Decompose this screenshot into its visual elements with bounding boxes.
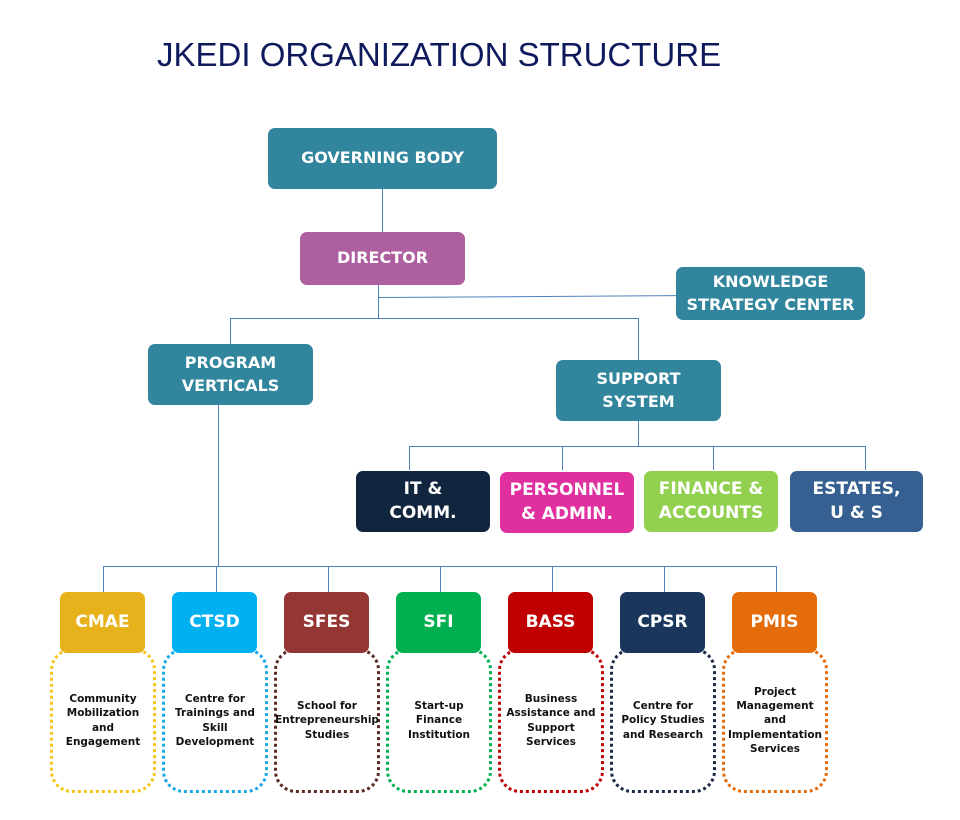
support-unit-it-comm[interactable]: IT & COMM.	[356, 471, 490, 532]
program-unit-description-box: Community Mobilization and Engagement	[50, 648, 156, 793]
program-unit-description-box: School for Entrepreneurship Studies	[274, 648, 380, 793]
connector-line	[638, 318, 639, 360]
program-unit-description: Centre for Trainings and Skill Developme…	[175, 693, 255, 748]
program-unit-acronym: CTSD	[189, 611, 240, 632]
node-label: GOVERNING BODY	[301, 148, 464, 168]
connector-line	[382, 188, 383, 233]
program-unit-cpsr[interactable]: CPSR	[620, 592, 705, 653]
support-unit-finance-accounts[interactable]: FINANCE & ACCOUNTS	[644, 471, 778, 532]
node-label: IT & COMM.	[389, 478, 457, 523]
connector-line	[409, 446, 865, 447]
program-unit-acronym: CMAE	[75, 611, 130, 632]
connector-line	[328, 566, 329, 592]
page-title: JKEDI ORGANIZATION STRUCTURE	[157, 36, 722, 73]
node-label: SUPPORT SYSTEM	[596, 369, 681, 411]
program-unit-description-box: Business Assistance and Support Services	[498, 648, 604, 793]
program-unit-description: Community Mobilization and Engagement	[65, 693, 141, 748]
program-unit-description: Business Assistance and Support Services	[506, 693, 596, 748]
knowledge-strategy-center-node[interactable]: KNOWLEDGE STRATEGY CENTER	[676, 267, 865, 320]
program-verticals-node[interactable]: PROGRAM VERTICALS	[148, 344, 313, 405]
program-unit-pmis[interactable]: PMIS	[732, 592, 817, 653]
program-unit-description-box: Centre for Trainings and Skill Developme…	[162, 648, 268, 793]
connector-line	[218, 405, 219, 567]
connector-line	[713, 446, 714, 470]
support-unit-estates[interactable]: ESTATES, U & S	[790, 471, 923, 532]
program-unit-description-box: Centre for Policy Studies and Research	[610, 648, 716, 793]
support-unit-personnel-admin[interactable]: PERSONNEL & ADMIN.	[500, 472, 634, 533]
program-unit-acronym: BASS	[525, 611, 576, 632]
node-label: ESTATES, U & S	[812, 478, 901, 523]
program-unit-sfes[interactable]: SFES	[284, 592, 369, 653]
program-unit-description: Project Management and Implementation Se…	[727, 686, 823, 755]
connector-line	[664, 566, 665, 592]
program-unit-description: Centre for Policy Studies and Research	[621, 700, 705, 741]
program-unit-description-box: Start-up Finance Institution	[386, 648, 492, 793]
connector-line	[216, 566, 217, 592]
connector-line	[552, 566, 553, 592]
connector-line	[103, 566, 776, 567]
program-unit-description: School for Entrepreneurship Studies	[275, 700, 379, 741]
connector-line	[638, 420, 639, 446]
connector-line	[440, 566, 441, 592]
program-unit-acronym: PMIS	[750, 611, 799, 632]
program-unit-acronym: SFES	[302, 611, 351, 632]
director-node[interactable]: DIRECTOR	[300, 232, 465, 285]
connector-line	[230, 318, 638, 319]
program-unit-acronym: SFI	[423, 611, 454, 632]
connector-line	[378, 284, 379, 318]
node-label: PROGRAM VERTICALS	[181, 353, 280, 395]
connector-line	[865, 446, 866, 470]
connector-line	[409, 446, 410, 470]
node-label: FINANCE & ACCOUNTS	[658, 478, 764, 523]
governing-body-node[interactable]: GOVERNING BODY	[268, 128, 497, 189]
connector-line	[103, 566, 104, 592]
connector-line	[776, 566, 777, 592]
program-unit-description-box: Project Management and Implementation Se…	[722, 648, 828, 793]
node-label: KNOWLEDGE STRATEGY CENTER	[686, 272, 855, 314]
program-unit-cmae[interactable]: CMAE	[60, 592, 145, 653]
program-unit-acronym: CPSR	[637, 611, 688, 632]
node-label: DIRECTOR	[336, 248, 429, 268]
program-unit-bass[interactable]: BASS	[508, 592, 593, 653]
support-system-node[interactable]: SUPPORT SYSTEM	[556, 360, 721, 421]
program-unit-sfi[interactable]: SFI	[396, 592, 481, 653]
connector-line	[230, 318, 231, 344]
connector-line	[562, 446, 563, 470]
program-unit-ctsd[interactable]: CTSD	[172, 592, 257, 653]
node-label: PERSONNEL & ADMIN.	[509, 479, 625, 524]
program-unit-description: Start-up Finance Institution	[407, 700, 471, 741]
